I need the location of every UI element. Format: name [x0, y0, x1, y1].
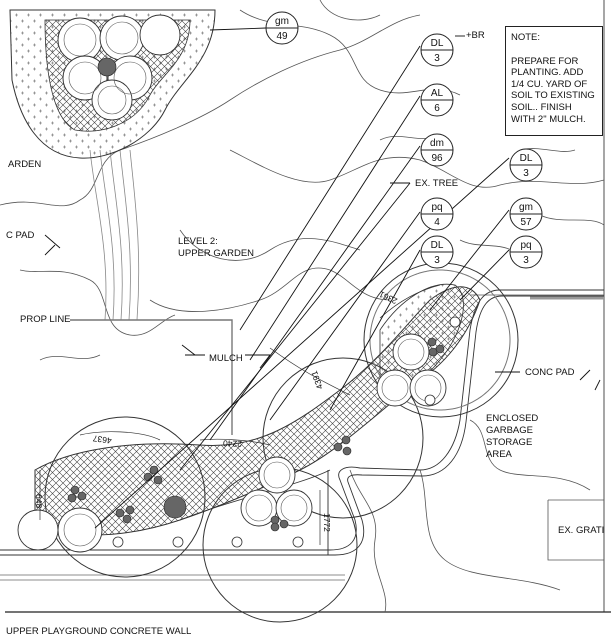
callout-quantity: 4	[434, 217, 440, 228]
callout-quantity: 57	[520, 217, 532, 228]
callout-tag: AL 6	[420, 83, 454, 117]
sheet-border	[5, 0, 611, 613]
dimension-label: 1772	[322, 513, 332, 532]
conc-pad-label: CONC PAD	[525, 367, 575, 378]
callout-plant-code: DL	[520, 153, 533, 164]
drainage-lines	[89, 149, 140, 321]
callout-plant-code: dm	[430, 138, 444, 149]
callout-quantity: 96	[431, 153, 443, 164]
small-shrubs	[112, 316, 461, 548]
dimension-label: 4637	[92, 433, 112, 446]
callout-plant-code: gm	[519, 202, 533, 213]
callout-tag: gm 57	[509, 197, 543, 231]
note-body: PREPARE FOR PLANTING. ADD 1/4 CU. YARD O…	[511, 55, 595, 125]
callout-plant-code: DL	[431, 240, 444, 251]
mulch-label: MULCH	[209, 353, 243, 364]
ex-grate-label: EX. GRATI	[558, 525, 604, 536]
callout-plant-code: pq	[431, 202, 442, 213]
callout-tag: gm 49	[265, 11, 299, 45]
existing-contours	[0, 0, 605, 613]
level2-label-line2: UPPER GARDEN	[178, 248, 254, 259]
enclosed-label-line3: STORAGE	[486, 437, 532, 448]
callout-plant-code: DL	[431, 38, 444, 49]
garden-label: ARDEN	[8, 159, 41, 170]
planting-note: NOTE: PREPARE FOR PLANTING. ADD 1/4 CU. …	[505, 26, 603, 136]
callout-plant-code: AL	[431, 88, 444, 99]
callout-quantity: 49	[276, 31, 288, 42]
dimension-label: 648	[34, 494, 44, 508]
callout-quantity: 3	[434, 255, 440, 266]
callout-plant-code: pq	[520, 240, 531, 251]
callout-tag: pq 4	[420, 197, 454, 231]
dimension-label: 4391	[309, 369, 325, 390]
callout-tag: DL 3	[509, 148, 543, 182]
enclosed-label-line1: ENCLOSED	[486, 413, 538, 424]
ex-tree-label: EX. TREE	[415, 178, 458, 189]
callout-quantity: 6	[434, 103, 440, 114]
callout-tag: DL 3	[420, 33, 454, 67]
callout-quantity: 3	[523, 168, 529, 179]
enclosed-label-line2: GARBAGE	[486, 425, 533, 436]
callout-tag: DL 3	[420, 235, 454, 269]
note-title: NOTE:	[511, 32, 541, 43]
callout-tag: dm 96	[420, 133, 454, 167]
dimension-label: 2240	[223, 438, 243, 449]
br-label: +BR	[466, 30, 485, 41]
perennial-markers	[67, 57, 445, 532]
wall-label: UPPER PLAYGROUND CONCRETE WALL	[6, 626, 191, 637]
prop-line-label: PROP LINE	[20, 314, 71, 325]
callout-quantity: 3	[434, 53, 440, 64]
wall-strip	[0, 296, 604, 581]
callout-tag: pq 3	[509, 235, 543, 269]
lower-bed-edge	[0, 289, 604, 556]
level2-label-line1: LEVEL 2:	[178, 236, 218, 247]
pad-label: C PAD	[6, 230, 34, 241]
callout-quantity: 3	[523, 255, 529, 266]
callout-plant-code: gm	[275, 16, 289, 27]
enclosed-label-line4: AREA	[486, 449, 513, 460]
